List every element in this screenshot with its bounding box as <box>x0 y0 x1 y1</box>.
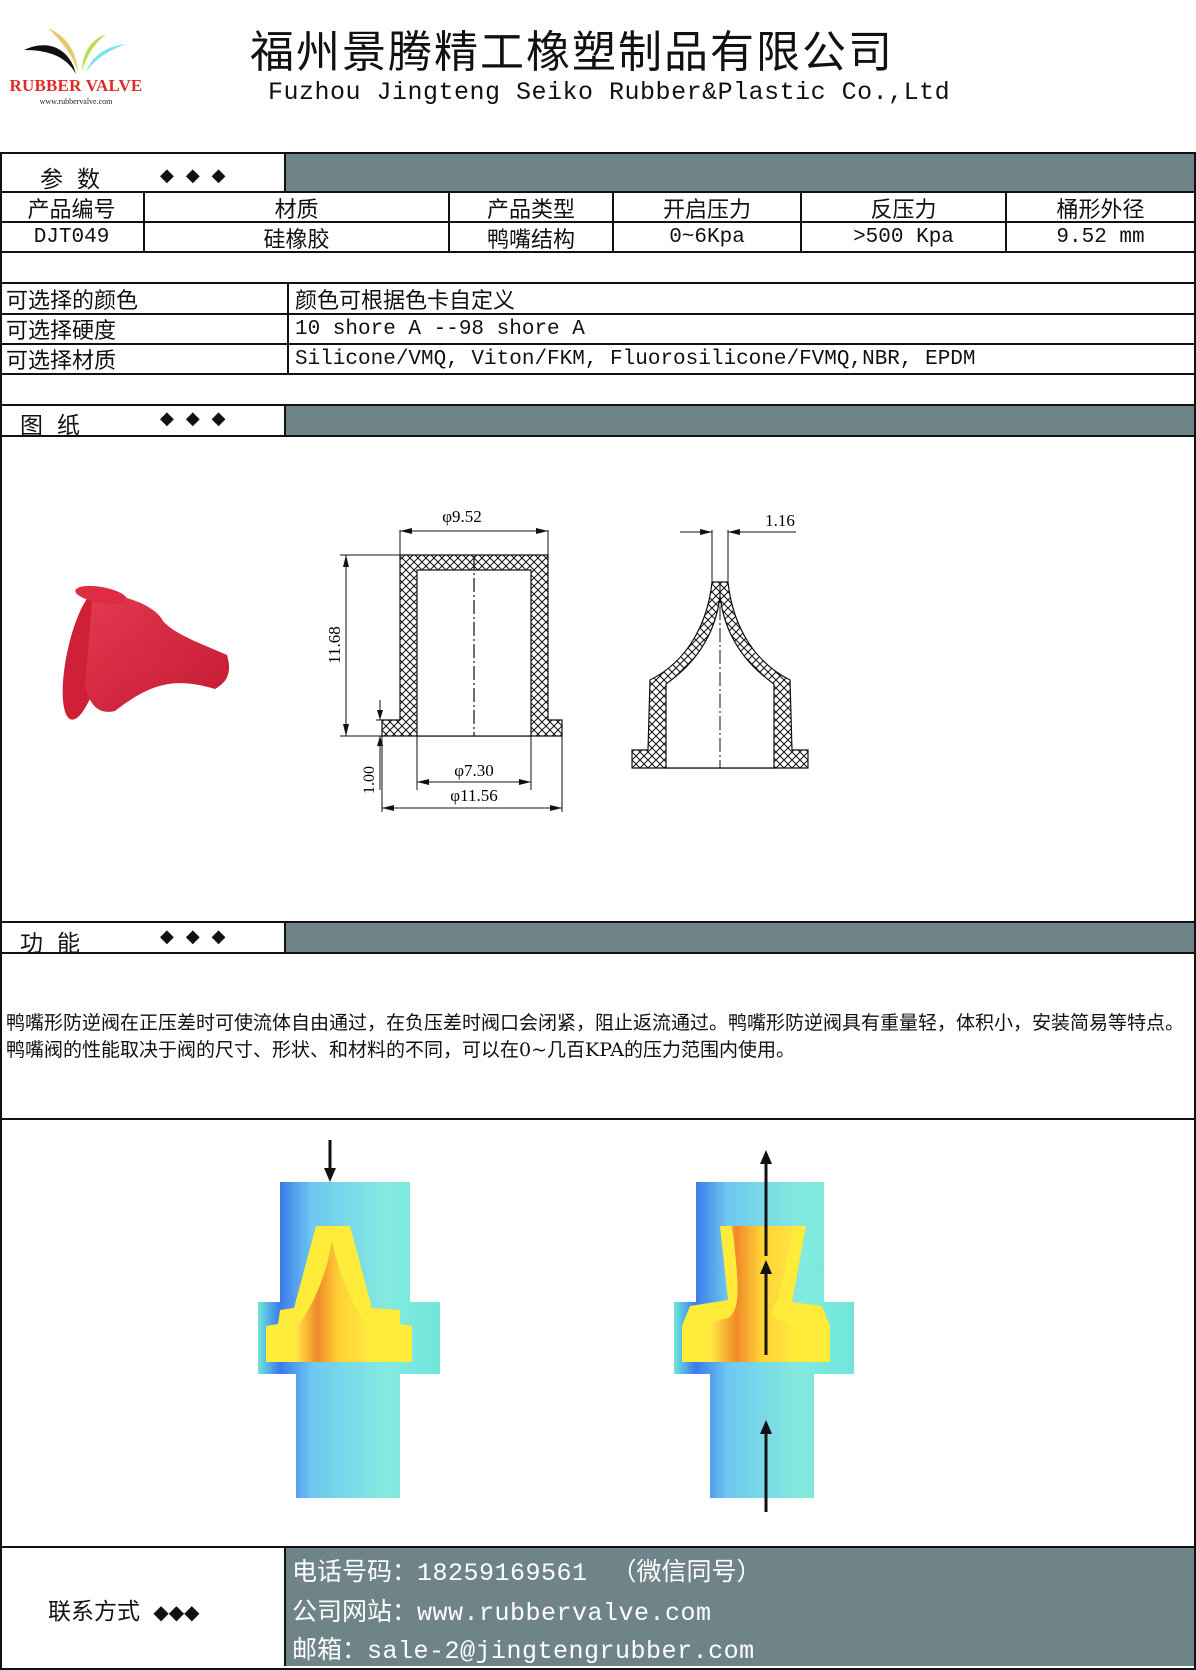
diagram-closed-valve <box>250 1132 450 1520</box>
col-header-product-type: 产品类型 <box>486 197 575 223</box>
svg-text:1.16: 1.16 <box>765 511 795 530</box>
logo-url: www.rubbervalve.com <box>39 97 113 106</box>
contact-panel <box>285 1548 1194 1666</box>
value-product-code: DJT049 <box>33 226 110 249</box>
value-product-type: 鸭嘴结构 <box>486 227 575 253</box>
website-link[interactable]: www.rubbervalve.com <box>417 1599 712 1628</box>
spec-sheet-table <box>0 152 1196 1670</box>
company-name-cn: 福州景腾精工橡塑制品有限公司 <box>250 27 894 78</box>
section-label-drawing: 图纸 <box>20 413 94 439</box>
section-bar-function <box>285 923 1194 952</box>
value-barrel-od: 9.52 mm <box>1056 226 1145 249</box>
svg-text:11.68: 11.68 <box>325 626 344 664</box>
option-label-material: 可选择材质 <box>6 349 117 374</box>
diamond-icons: ◆◆◆ <box>160 408 238 429</box>
option-value-color: 颜色可根据色卡自定义 <box>295 288 516 314</box>
col-header-material: 材质 <box>274 197 319 223</box>
diagram-open-valve <box>668 1150 868 1520</box>
svg-text:φ7.30: φ7.30 <box>454 761 494 780</box>
svg-text:φ11.56: φ11.56 <box>450 786 497 805</box>
col-header-opening-pressure: 开启压力 <box>662 197 751 223</box>
option-label-hardness: 可选择硬度 <box>6 319 117 344</box>
section-bar-params <box>285 154 1194 192</box>
svg-text:φ9.52: φ9.52 <box>442 507 482 526</box>
svg-text:1.00: 1.00 <box>361 766 378 794</box>
contact-website: 公司网站：www.rubbervalve.com <box>292 1597 712 1628</box>
email-link[interactable]: sale-2@jingtengrubber.com <box>367 1637 755 1666</box>
option-value-material: Silicone/VMQ, Viton/FKM, Fluorosilicone/… <box>295 347 976 371</box>
logo-text: RUBBER VALVE <box>9 76 143 95</box>
col-header-barrel-od: 桶形外径 <box>1056 197 1145 223</box>
contact-email: 邮箱：sale-2@jingtengrubber.com <box>292 1635 755 1666</box>
section-label-params: 参数 <box>40 167 114 193</box>
value-opening-pressure: 0~6Kpa <box>669 226 745 249</box>
value-back-pressure: >500 Kpa <box>853 226 954 249</box>
company-logo <box>10 20 140 110</box>
contact-phone: 电话号码：18259169561（微信同号） <box>292 1557 762 1588</box>
diamond-icons: ◆◆◆ <box>160 165 238 186</box>
drawing-cross-section: φ9.52 11.68 1.00 φ7.30 φ11.56 <box>310 490 570 820</box>
diamond-icons: ◆◆◆ <box>160 926 238 947</box>
phone-number[interactable]: 18259169561 <box>417 1559 588 1588</box>
company-name-en: Fuzhou Jingteng Seiko Rubber&Plastic Co.… <box>268 78 951 107</box>
option-value-hardness: 10 shore A --98 shore A <box>295 317 585 341</box>
logo-leaves-icon <box>24 28 126 74</box>
function-description: 鸭嘴形防逆阀在正压差时可使流体自由通过，在负压差时阀口会闭紧，阻止返流通过。鸭嘴… <box>6 1012 1185 1061</box>
section-bar-drawing <box>285 406 1194 435</box>
product-photo <box>55 565 235 725</box>
option-label-color: 可选择的颜色 <box>6 288 139 314</box>
drawing-duckbill-profile: 1.16 <box>620 500 830 780</box>
value-material: 硅橡胶 <box>263 227 330 253</box>
contact-label: 联系方式 ◆◆◆ <box>48 1599 200 1625</box>
diamond-icons: ◆◆◆ <box>153 1600 200 1624</box>
col-header-product-code: 产品编号 <box>27 197 116 223</box>
col-header-back-pressure: 反压力 <box>870 197 937 223</box>
